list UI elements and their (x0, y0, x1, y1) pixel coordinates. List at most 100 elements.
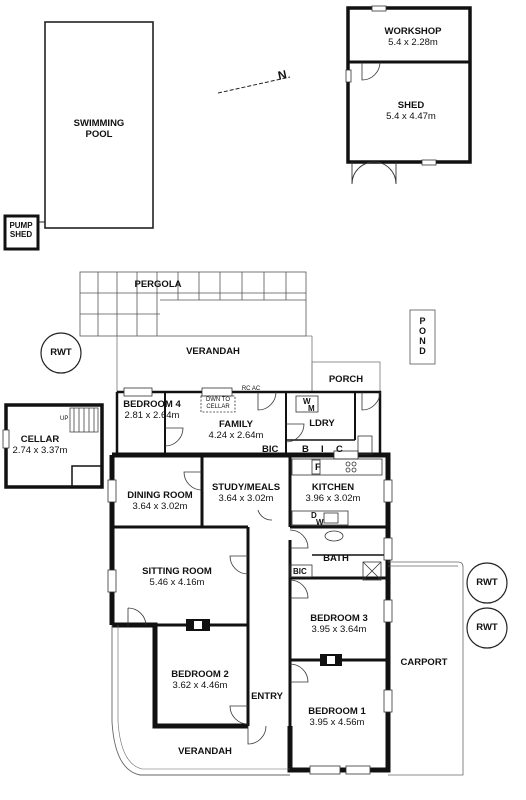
workshop-door-swing (361, 61, 381, 81)
swimming-pool-outline (44, 21, 154, 229)
pump-shed-line2: SHED (9, 230, 33, 239)
bedroom4-size: 2.81 x 2.64m (124, 410, 180, 421)
washer-m: M (308, 404, 315, 413)
rwt-label-top: RWT (50, 347, 72, 358)
pond-letter-o: O (418, 326, 426, 336)
family-size: 4.24 x 2.64m (208, 430, 264, 441)
carport-outline (388, 561, 464, 776)
family-bic-label: BIC (262, 444, 279, 455)
rwt-tank-top (40, 332, 82, 374)
door-swings (127, 391, 381, 745)
dishwasher-d: D (311, 511, 317, 520)
bedroom4-name: BEDROOM 4 (123, 399, 181, 410)
study-label: STUDY/MEALS 3.64 x 3.02m (212, 482, 280, 504)
bedroom1-size: 3.95 x 4.56m (309, 717, 365, 728)
verandah-bottom-inner (117, 625, 290, 770)
cellar-size: 2.74 x 3.37m (12, 445, 68, 456)
rwt-label-right-1: RWT (476, 577, 498, 588)
sitting-size: 5.46 x 4.16m (149, 577, 205, 588)
bedroom1-label: BEDROOM 1 3.95 x 4.56m (308, 706, 366, 728)
swimming-pool-line1: SWIMMING (73, 118, 125, 129)
cellar-window (2, 429, 10, 449)
verandah-top-label: VERANDAH (186, 346, 240, 357)
workshop-label: WORKSHOP 5.4 x 2.28m (385, 26, 442, 48)
study-size: 3.64 x 3.02m (218, 493, 274, 504)
hall-bic-c: C (336, 444, 343, 455)
carport-label: CARPORT (400, 657, 448, 668)
dining-size: 3.64 x 3.02m (132, 501, 188, 512)
kitchen-size: 3.96 x 3.02m (305, 493, 361, 504)
dishwasher-label: D W (311, 511, 324, 527)
compass-arrow (217, 76, 291, 94)
kitchen-label: KITCHEN 3.96 x 3.02m (306, 482, 361, 504)
workshop-size: 5.4 x 2.28m (388, 37, 438, 48)
pond-outline (409, 309, 436, 365)
windows (107, 387, 393, 775)
dwn-to-text: DWN TO (205, 397, 231, 403)
bedroom1-name: BEDROOM 1 (308, 706, 366, 717)
verandah-bottom-outline (111, 625, 290, 776)
shed-label: SHED 5.4 x 4.47m (386, 100, 436, 122)
bedroom2-label: BEDROOM 2 3.62 x 4.46m (171, 669, 229, 691)
family-name: FAMILY (219, 419, 253, 430)
workshop-name: WORKSHOP (384, 26, 442, 37)
shed-window-bottom (421, 159, 437, 166)
sitting-label: SITTING ROOM 5.46 x 4.16m (142, 566, 212, 588)
cellar-name: CELLAR (20, 434, 60, 445)
rwt-tank-right-2 (466, 607, 508, 649)
rcac-label: RC AC (241, 386, 261, 392)
family-label: FAMILY 4.24 x 2.64m (209, 419, 264, 441)
dining-name: DINING ROOM (127, 490, 193, 501)
porch-label: PORCH (328, 374, 364, 385)
pond-letter-n: N (419, 336, 426, 346)
cellar-label: CELLAR 2.74 x 3.37m (13, 434, 68, 456)
study-name: STUDY/MEALS (211, 482, 281, 493)
sitting-name: SITTING ROOM (142, 566, 212, 577)
pump-shed-label: PUMP SHED (9, 221, 32, 239)
hall-bic-i: I (321, 444, 324, 455)
shed-double-door (351, 161, 397, 185)
verandah-bottom-label: VERANDAH (178, 746, 232, 757)
pergola-grid (79, 271, 307, 337)
pump-shed-line1: PUMP (9, 221, 33, 230)
kitchen-name: KITCHEN (311, 482, 355, 493)
bath-label: BATH (323, 553, 349, 564)
swimming-pool-label: SWIMMING POOL (74, 118, 125, 140)
rwt-tank-right-1 (466, 562, 508, 604)
pump-shed-outline (3, 214, 40, 251)
bedroom3-name: BEDROOM 3 (310, 613, 368, 624)
bedroom3-size: 3.95 x 3.64m (311, 624, 367, 635)
workshop-shed-outline (346, 6, 472, 164)
bedroom2-name: BEDROOM 2 (171, 669, 229, 680)
bath-bic-label: BIC (293, 567, 307, 576)
shed-size: 5.4 x 4.47m (386, 111, 436, 122)
dwn-to-cellar-text: CELLAR (206, 404, 230, 410)
pond-letter-d: D (419, 346, 426, 356)
dining-label: DINING ROOM 3.64 x 3.02m (127, 490, 192, 512)
fireplace-hearths (194, 621, 335, 664)
hall-bic-b: B (302, 444, 309, 455)
bedroom2-size: 3.62 x 4.46m (172, 680, 228, 691)
pond-letter-p: P (419, 316, 426, 326)
workshop-window-top (371, 5, 387, 12)
swimming-pool-line2: POOL (85, 129, 113, 140)
bedroom3-label: BEDROOM 3 3.95 x 3.64m (310, 613, 368, 635)
dwn-to-cellar-label: DWN TO CELLAR (206, 397, 230, 411)
pond-label: P O N D (413, 316, 432, 356)
shed-name: SHED (397, 100, 425, 111)
shed-window-left (345, 69, 352, 83)
cellar-stair-label: UP (60, 416, 69, 422)
cellar-inner (71, 465, 103, 488)
rwt-label-right-2: RWT (476, 622, 498, 633)
laundry-label: LDRY (309, 418, 335, 429)
washer-label: W M (303, 397, 315, 413)
pergola-label: PERGOLA (134, 279, 182, 290)
entry-label: ENTRY (251, 691, 283, 702)
dishwasher-w: W (316, 518, 324, 527)
cellar-stairs (69, 407, 99, 433)
washer-w: W (303, 397, 311, 406)
kitchen-fixtures (200, 395, 383, 581)
fridge-label: F (315, 462, 321, 473)
bedroom4-label: BEDROOM 4 2.81 x 2.64m (123, 399, 181, 421)
